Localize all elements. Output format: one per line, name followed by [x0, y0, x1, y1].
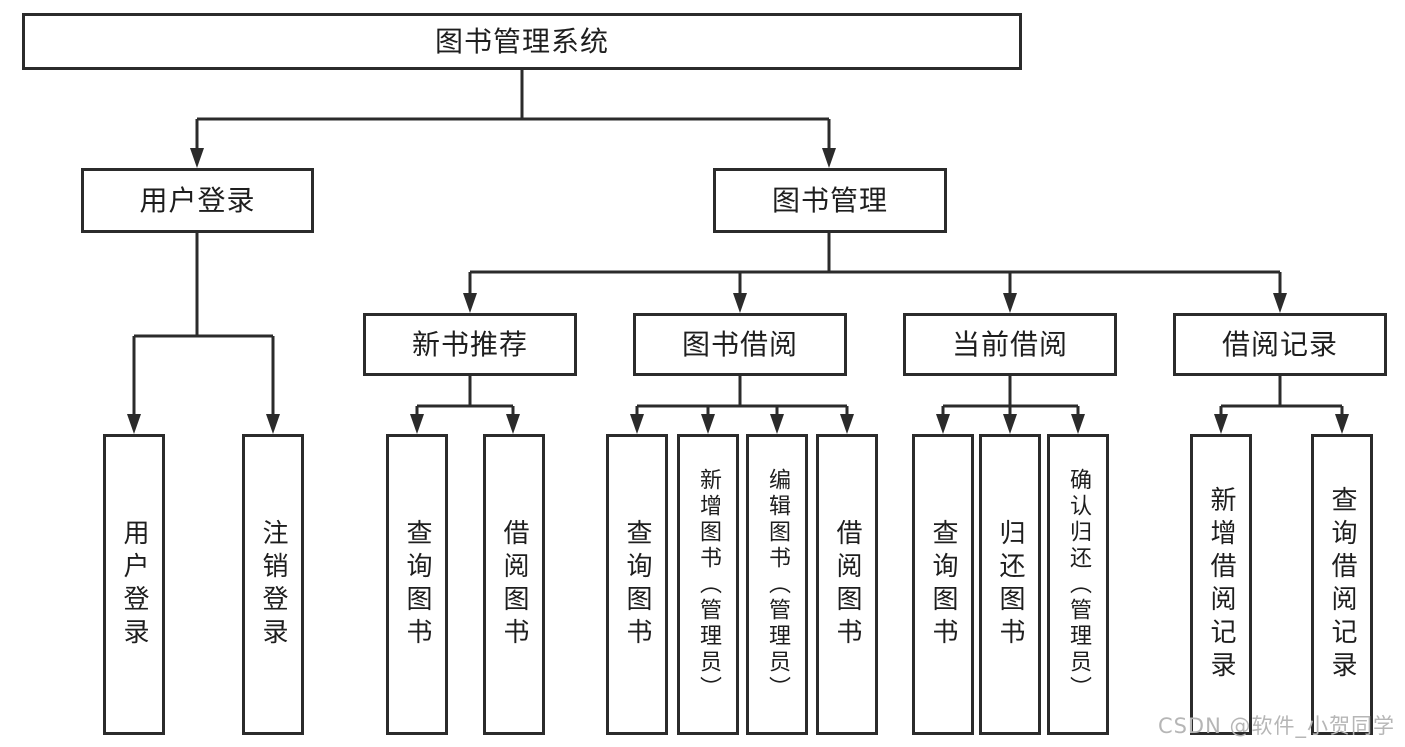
leaf-query-books-borrow: 查询图书	[606, 434, 668, 735]
connector-book-borrow-to-leaves	[630, 376, 854, 434]
connector-root-to-level1	[190, 70, 836, 168]
node-current-borrow-label: 当前借阅	[951, 327, 1068, 361]
leaf-borrow-books-borrow: 借阅图书	[816, 434, 878, 735]
leaf-user-login: 用户登录	[103, 434, 165, 735]
leaf-add-book-admin-label: 新增图书（管理员）	[696, 467, 721, 702]
leaf-query-books-current-label: 查询图书	[928, 518, 958, 651]
leaf-query-borrow-record: 查询借阅记录	[1311, 434, 1373, 735]
leaf-edit-book-admin-label: 编辑图书（管理员）	[765, 467, 790, 702]
leaf-confirm-return-admin-label: 确认归还（管理员）	[1066, 467, 1091, 702]
node-root-label: 图书管理系统	[434, 24, 609, 58]
leaf-query-borrow-record-label: 查询借阅记录	[1327, 485, 1357, 684]
leaf-borrow-books-recommend: 借阅图书	[483, 434, 545, 735]
leaf-logout-label: 注销登录	[258, 518, 288, 651]
watermark-text: CSDN @软件_小贺同学	[1157, 714, 1395, 738]
leaf-add-borrow-record: 新增借阅记录	[1190, 434, 1252, 735]
node-user-login-label: 用户登录	[139, 183, 256, 217]
node-book-borrow-label: 图书借阅	[681, 327, 798, 361]
leaf-query-books-recommend-label: 查询图书	[402, 518, 432, 651]
node-book-management-label: 图书管理	[771, 183, 888, 217]
node-borrow-records: 借阅记录	[1173, 313, 1387, 376]
leaf-confirm-return-admin: 确认归还（管理员）	[1047, 434, 1109, 735]
node-borrow-records-label: 借阅记录	[1221, 327, 1338, 361]
connector-book-management-to-level2	[463, 233, 1287, 313]
node-book-management: 图书管理	[713, 168, 947, 233]
node-book-borrow: 图书借阅	[633, 313, 847, 376]
connector-user-login-to-leaves	[127, 233, 280, 434]
leaf-query-books-current: 查询图书	[912, 434, 974, 735]
node-new-book-recommend-label: 新书推荐	[411, 327, 528, 361]
node-new-book-recommend: 新书推荐	[363, 313, 577, 376]
leaf-user-login-label: 用户登录	[119, 518, 149, 651]
connector-new-book-recommend-to-leaves	[410, 376, 520, 434]
connector-borrow-records-to-leaves	[1214, 376, 1349, 434]
leaf-add-book-admin: 新增图书（管理员）	[677, 434, 739, 735]
leaf-borrow-books-borrow-label: 借阅图书	[832, 518, 862, 651]
node-user-login: 用户登录	[81, 168, 314, 233]
leaf-return-books-label: 归还图书	[995, 518, 1025, 651]
leaf-query-books-borrow-label: 查询图书	[622, 518, 652, 651]
leaf-logout: 注销登录	[242, 434, 304, 735]
leaf-edit-book-admin: 编辑图书（管理员）	[746, 434, 808, 735]
connector-current-borrow-to-leaves	[936, 376, 1085, 434]
node-current-borrow: 当前借阅	[903, 313, 1117, 376]
leaf-add-borrow-record-label: 新增借阅记录	[1206, 485, 1236, 684]
leaf-borrow-books-recommend-label: 借阅图书	[499, 518, 529, 651]
leaf-return-books: 归还图书	[979, 434, 1041, 735]
leaf-query-books-recommend: 查询图书	[386, 434, 448, 735]
node-root: 图书管理系统	[22, 13, 1022, 70]
